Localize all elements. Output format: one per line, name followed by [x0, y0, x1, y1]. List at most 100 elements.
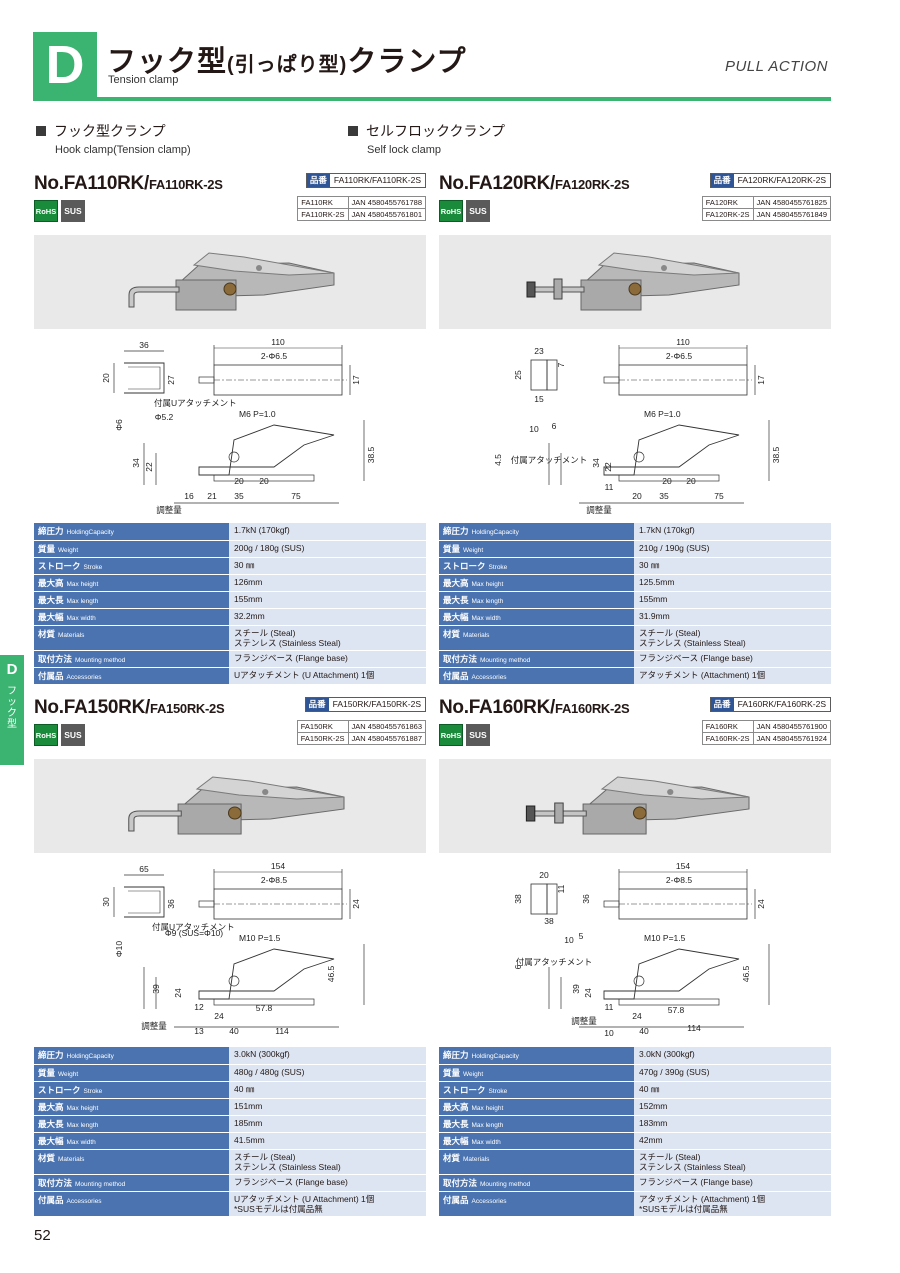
category-self-lock: セルフロッククランプ Self lock clamp	[348, 121, 505, 156]
sus-badge-icon: SUS	[61, 200, 85, 222]
spec-value: 183mm	[634, 1115, 831, 1133]
rohs-badge-icon: RoHS	[34, 724, 58, 746]
dimension-label: 38.5	[366, 446, 376, 463]
category-hook-clamp: フック型クランプ Hook clamp(Tension clamp)	[36, 121, 191, 156]
side-view-outline	[603, 948, 740, 1000]
spec-value: 152mm	[634, 1098, 831, 1116]
spec-value: 30 ㎜	[634, 557, 831, 575]
dimension-label: 11	[605, 482, 614, 492]
dimension-label: 24	[583, 988, 593, 998]
spec-value: スチール (Steal)ステンレス (Stainless Steal)	[634, 625, 831, 651]
dimension-label: 17	[756, 375, 766, 385]
spec-value: スチール (Steal)ステンレス (Stainless Steal)	[229, 1149, 426, 1175]
dimension-label: 2-Φ6.5	[261, 351, 287, 361]
rohs-badge-icon: RoHS	[34, 200, 58, 222]
product-photo	[439, 235, 831, 329]
dimension-label: 付属Uアタッチメント	[152, 922, 235, 932]
dimension-label: 34	[591, 458, 601, 468]
spec-value: 3.0kN (300kgf)	[229, 1047, 426, 1065]
spec-value: 40 ㎜	[229, 1081, 426, 1099]
certification-badges: RoHS SUS	[439, 724, 490, 746]
dimension-label: 調整量	[571, 1016, 597, 1026]
dimension-label: 23	[534, 346, 544, 356]
dimension-label: 154	[271, 861, 285, 871]
product-photo	[34, 759, 426, 853]
dimension-label: 2-Φ8.5	[666, 875, 692, 885]
dimension-label: 27	[166, 375, 176, 385]
certification-badges: RoHS SUS	[439, 200, 490, 222]
dimension-label: 調整量	[141, 1021, 167, 1031]
dimension-label: 154	[676, 861, 690, 871]
dimension-label: 20	[259, 476, 269, 486]
dimension-label: M6 P=1.0	[239, 409, 276, 419]
side-index-tab[interactable]: D フック型	[0, 655, 24, 765]
dimension-label: 40	[229, 1026, 239, 1036]
page-subtitle: Tension clamp	[108, 74, 179, 86]
dimension-label: 36	[581, 894, 591, 904]
dimension-label: 17	[351, 375, 361, 385]
dimension-label: 35	[659, 491, 669, 501]
spec-value: 3.0kN (300kgf)	[634, 1047, 831, 1065]
spec-value: 155mm	[634, 591, 831, 609]
dimension-label: 10	[529, 424, 539, 434]
dimension-label: 24	[214, 1011, 224, 1021]
spec-value: 200g / 180g (SUS)	[229, 540, 426, 558]
model-number: No.FA160RK/FA160RK-2S	[439, 697, 630, 718]
pull-action-label: PULL ACTION	[724, 58, 828, 75]
square-bullet-icon	[36, 126, 46, 136]
side-view-outline	[603, 424, 740, 476]
dimension-label: 65	[139, 864, 149, 874]
sus-badge-icon: SUS	[466, 200, 490, 222]
dimension-label: 20	[539, 870, 549, 880]
spec-value: 470g / 390g (SUS)	[634, 1064, 831, 1082]
dimension-label: 46.5	[326, 965, 336, 982]
dimension-label: 114	[687, 1023, 701, 1033]
dimension-label: 110	[676, 337, 690, 347]
dimension-label: 付属アタッチメント	[516, 957, 593, 967]
dimension-label: 11	[605, 1002, 614, 1012]
dimension-label: M10 P=1.5	[644, 933, 686, 943]
spec-value: 40 ㎜	[634, 1081, 831, 1099]
spec-value: Uアタッチメント (U Attachment) 1個*SUSモデルは付属品無	[229, 1191, 426, 1217]
dimension-label: 40	[639, 1026, 649, 1036]
